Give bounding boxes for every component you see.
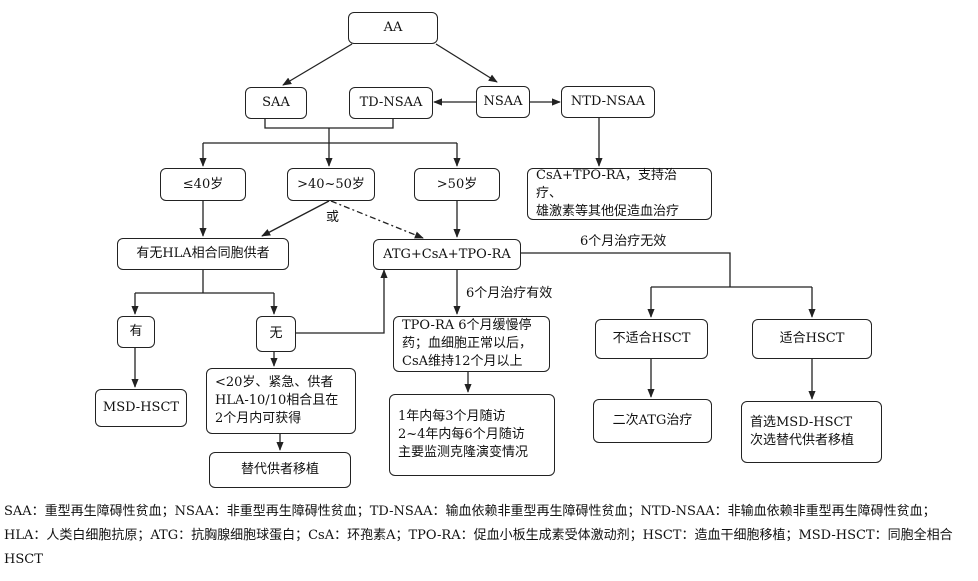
arrow-aa-saa [282,43,353,86]
label-effective-6m: 6个月治疗有效 [466,286,553,301]
node-nsaa: NSAA [476,86,530,118]
node-not-hsct: 不适合HSCT [595,319,708,359]
node-age-gt50: >50岁 [414,168,500,201]
arrow-no-atg [296,269,388,334]
node-age-40-50: >40~50岁 [287,168,375,201]
arrow-aa-nsaa [435,43,498,83]
arrow-4050-atg-dashed [330,200,424,239]
label-ineffective-6m: 6个月治疗无效 [580,234,667,249]
node-td-nsaa: TD-NSAA [349,87,433,119]
bracket-saa-td [264,119,394,129]
node-tpo-taper: TPO-RA 6个月缓慢停 药；血细胞正常以后， CsA维持12个月以上 [393,316,550,372]
node-pref-msd: 首选MSD-HSCT 次选替代供者移植 [741,401,882,463]
flowchart-connectors [131,43,816,451]
abbreviation-footnote: SAA：重型再生障碍性贫血；NSAA：非重型再生障碍性贫血；TD-NSAA：输血… [4,500,974,572]
line-atg-ineffective [521,252,731,287]
footnote-text: SAA：重型再生障碍性贫血；NSAA：非重型再生障碍性贫血；TD-NSAA：输血… [4,504,953,567]
node-hla-donor: 有无HLA相合同胞供者 [117,238,289,270]
arrow-4050-hla [261,200,330,237]
node-alt-criteria: <20岁、紧急、供者 HLA-10/10相合且在 2个月内可获得 [206,368,356,434]
node-followup: 1年内每3个月随访 2~4年内每6个月随访 主要监测克隆演变情况 [389,394,555,476]
node-no: 无 [256,316,296,352]
alt-criteria-text: <20岁、紧急、供者 HLA-10/10相合且在 2个月内可获得 [215,375,339,426]
label-or: 或 [326,210,340,225]
node-alt-donor: 替代供者移植 [209,452,351,488]
node-atg-csa-tpo: ATG+CsA+TPO-RA [373,239,521,270]
node-second-atg: 二次ATG治疗 [593,399,712,443]
tpo-taper-text: TPO-RA 6个月缓慢停 药；血细胞正常以后， CsA维持12个月以上 [402,318,533,369]
node-saa: SAA [245,87,307,119]
node-aa: AA [348,12,438,44]
node-csa-tpo: CsA+TPO-RA，支持治疗、 雄激素等其他促造血治疗 [527,168,712,220]
node-msd-hsct: MSD-HSCT [95,389,187,427]
node-ntd-nsaa: NTD-NSAA [561,86,655,118]
csa-tpo-text: CsA+TPO-RA，支持治疗、 雄激素等其他促造血治疗 [536,168,680,219]
node-age-le40: ≤40岁 [160,168,246,201]
pref-msd-text: 首选MSD-HSCT 次选替代供者移植 [750,415,855,448]
followup-text: 1年内每3个月随访 2~4年内每6个月随访 主要监测克隆演变情况 [398,409,529,460]
node-yes: 有 [117,316,155,348]
node-fit-hsct: 适合HSCT [752,319,872,359]
